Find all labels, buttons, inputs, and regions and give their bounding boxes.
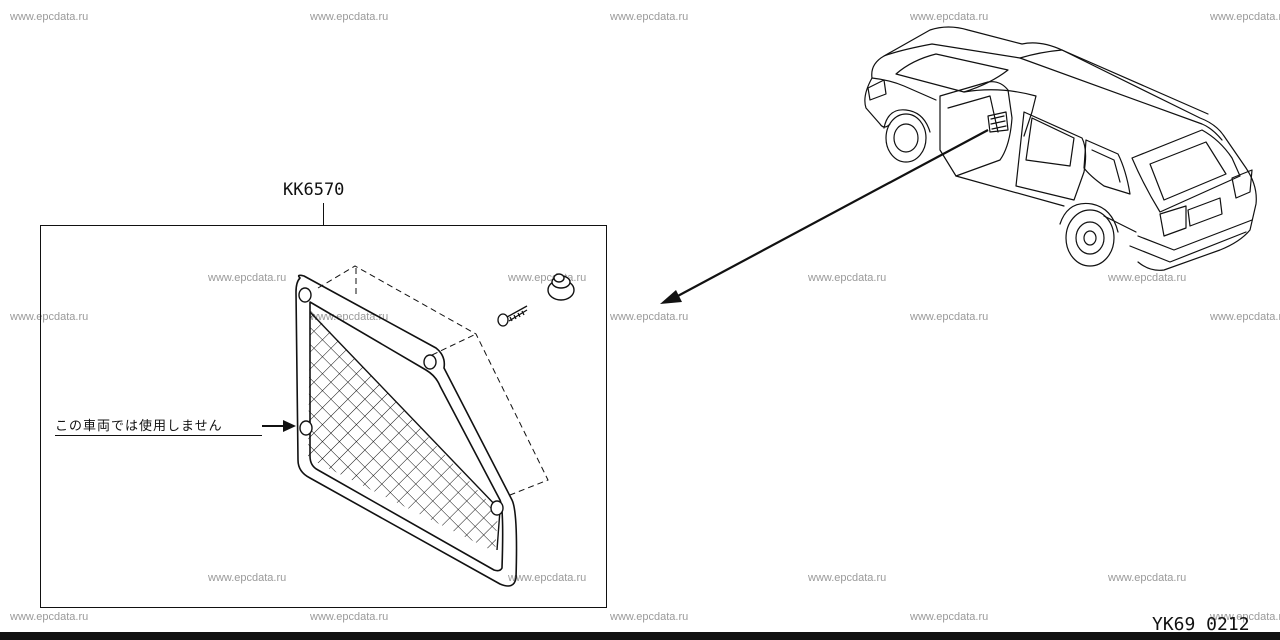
watermark: www.epcdata.ru (1210, 11, 1280, 23)
watermark: www.epcdata.ru (610, 611, 689, 623)
watermark: www.epcdata.ru (910, 611, 989, 623)
watermark: www.epcdata.ru (208, 272, 287, 284)
watermark: www.epcdata.ru (208, 572, 287, 584)
net-grommets (298, 287, 504, 516)
watermark: www.epcdata.ru (1210, 311, 1280, 323)
watermark: www.epcdata.ru (808, 272, 887, 284)
not-used-note: この車両では使用しません (55, 419, 223, 434)
watermark: www.epcdata.ru (310, 11, 389, 23)
note-arrow-icon (262, 420, 296, 432)
watermark: www.epcdata.ru (910, 11, 989, 23)
luggage-net-mesh (308, 310, 498, 552)
watermark: www.epcdata.ru (610, 11, 689, 23)
vehicle-illustration (864, 26, 1257, 271)
figure-code: YK69 0212 (1152, 614, 1250, 635)
luggage-net-frame (295, 274, 518, 587)
watermark: www.epcdata.ru (910, 311, 989, 323)
install-outline-dashed (317, 265, 549, 496)
watermark: www.epcdata.ru (1108, 272, 1187, 284)
part-number-label: KK6570 (283, 180, 345, 200)
watermark: www.epcdata.ru (610, 311, 689, 323)
watermark: www.epcdata.ru (10, 611, 89, 623)
clip-icon (547, 273, 575, 301)
watermark: www.epcdata.ru (1210, 611, 1280, 623)
pointer-arrow-icon (660, 129, 989, 304)
bottom-bar (0, 632, 1280, 640)
watermark: www.epcdata.ru (10, 11, 89, 23)
watermark: www.epcdata.ru (508, 572, 587, 584)
watermark: www.epcdata.ru (310, 611, 389, 623)
watermark: www.epcdata.ru (1108, 572, 1187, 584)
watermark: www.epcdata.ru (10, 311, 89, 323)
part-frame (40, 225, 607, 608)
watermark: www.epcdata.ru (808, 572, 887, 584)
screw-icon (497, 305, 528, 327)
